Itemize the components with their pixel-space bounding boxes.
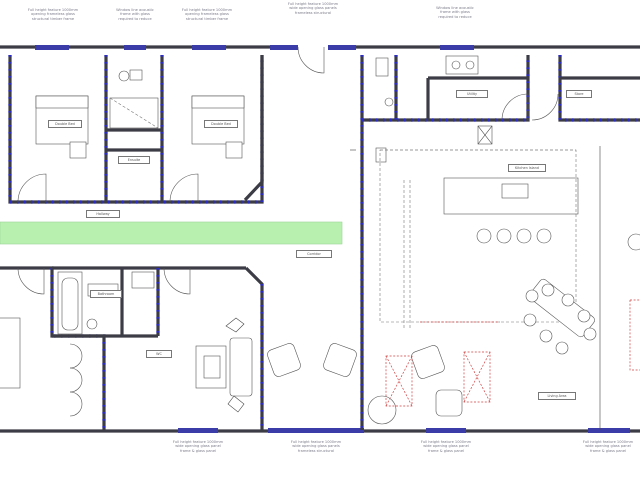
dining	[523, 278, 597, 355]
room-tag-utility: Utility	[456, 90, 488, 98]
top-wall	[0, 45, 640, 50]
note-bottom-3: Full height feature 1000mm wide opening …	[420, 440, 472, 453]
note-top-5: Window line acoustic frame with glass re…	[436, 6, 474, 19]
misc	[350, 146, 640, 430]
corridor-band	[0, 221, 343, 245]
bottom-wall	[0, 428, 640, 433]
kitchen	[379, 149, 579, 323]
note-top-2: Window line acoustic frame with glass re…	[116, 8, 154, 21]
note-top-1: Full height feature 1000mm opening frame…	[27, 8, 79, 21]
room-tag-lounge: Living Area	[538, 392, 576, 400]
room-tag-bath: Bathroom	[90, 290, 122, 298]
note-bottom-1: Full height feature 1000mm wide opening …	[172, 440, 224, 453]
note-top-3: Full height feature 1000mm opening frame…	[181, 8, 233, 21]
note-top-4: Full height feature 1000mm wide opening …	[287, 2, 339, 15]
room-tag-kitchen: Kitchen Island	[508, 164, 546, 172]
service-wing	[297, 46, 640, 430]
proposed-furniture	[385, 299, 640, 407]
room-tag-hall: Hallway	[86, 210, 120, 218]
lower-wing	[0, 266, 264, 430]
armchairs	[267, 343, 463, 425]
note-bottom-2: Full height feature 1000mm wide opening …	[290, 440, 342, 453]
room-tag-corridor: Corridor	[296, 250, 332, 258]
room-tag-store: Store	[566, 90, 592, 98]
room-tag-ensuite: Ensuite	[118, 156, 150, 164]
room-tag-bed-1: Double Bed	[48, 120, 82, 128]
room-tag-bed-2: Double Bed	[204, 120, 238, 128]
bedroom-wing	[8, 55, 264, 204]
room-tag-wc: WC	[146, 350, 172, 358]
note-bottom-4: Full height feature 1000mm wide opening …	[582, 440, 634, 453]
